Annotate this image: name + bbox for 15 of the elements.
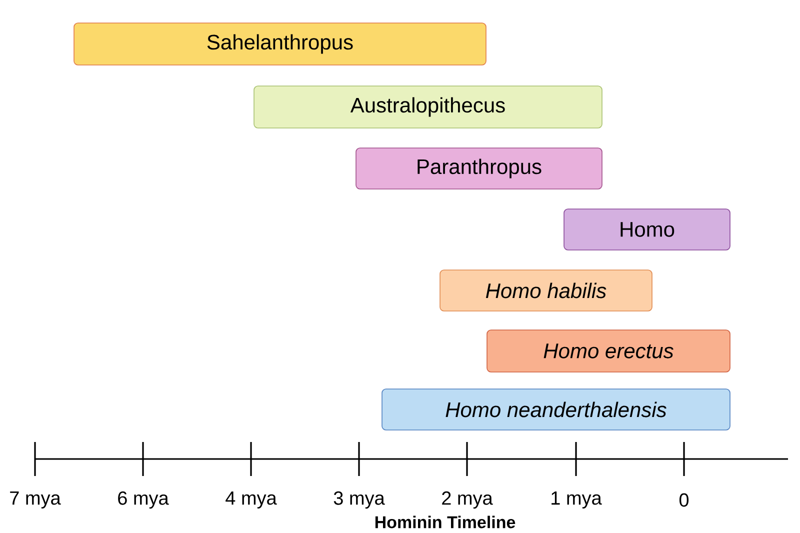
tick-label: 2 mya (442, 491, 493, 509)
tick-label: 0 (679, 493, 689, 507)
axis-title: Hominin Timeline (375, 516, 516, 528)
timeline-bar: Homo neanderthalensis (382, 388, 730, 430)
tick-label: 4 mya (226, 492, 277, 508)
timeline-bar: Homo habilis (440, 270, 652, 312)
timeline-bar: Homo (564, 208, 730, 250)
timeline-bar: Australopithecus (254, 86, 602, 128)
tick-label: 3 mya (334, 491, 385, 509)
tick-label: 7 mya (10, 492, 61, 508)
timeline-bar: Paranthropus (356, 148, 602, 190)
timeline-bar: Homo erectus (486, 330, 730, 372)
tick-label: 1 mya (552, 492, 602, 508)
timeline-bar: Sahelanthropus (74, 22, 486, 66)
tick-label: 6 mya (118, 491, 169, 509)
